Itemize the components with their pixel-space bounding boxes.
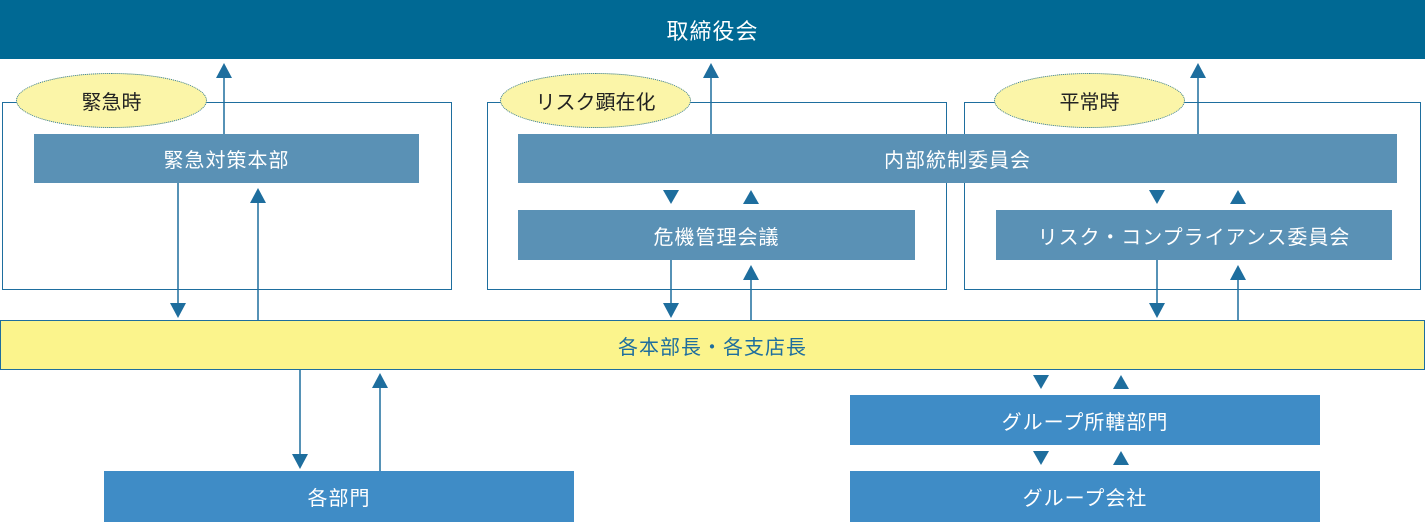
departments-label: 各部門	[307, 486, 371, 510]
emergency-group-frame	[2, 102, 452, 290]
board-of-directors: 取締役会	[0, 0, 1425, 59]
normal-group-frame	[964, 102, 1421, 290]
internal-control-committee-box: 内部統制委員会	[518, 134, 1397, 183]
risk-compliance-committee-label: リスク・コンプライアンス委員会	[1037, 224, 1351, 249]
crisis-management-meeting-label: 危機管理会議	[653, 224, 780, 249]
emergency-headquarters-label: 緊急対策本部	[163, 148, 290, 172]
group-companies-label: グループ会社	[1022, 486, 1148, 510]
division-branch-heads-label: 各本部長・各支店長	[618, 334, 807, 359]
group-companies-box: グループ会社	[850, 471, 1320, 522]
emergency-headquarters-box: 緊急対策本部	[34, 134, 419, 183]
normal-oval-label: 平常時	[1059, 90, 1120, 114]
internal-control-committee-label: 内部統制委員会	[884, 148, 1031, 172]
emergency-oval-label: 緊急時	[81, 90, 142, 114]
division-branch-heads-bar: 各本部長・各支店長	[0, 320, 1425, 370]
departments-box: 各部門	[104, 471, 574, 522]
risk-compliance-committee-box: リスク・コンプライアンス委員会	[996, 210, 1392, 260]
emergency-oval: 緊急時	[16, 73, 207, 128]
normal-oval: 平常時	[994, 73, 1185, 128]
group-departments-label: グループ所轄部門	[1001, 409, 1169, 434]
risk-oval-label: リスク顕在化	[535, 90, 656, 114]
group-departments-box: グループ所轄部門	[850, 395, 1320, 445]
board-title: 取締役会	[666, 19, 759, 45]
risk-group-frame	[487, 102, 947, 290]
risk-oval: リスク顕在化	[500, 73, 691, 128]
crisis-management-meeting-box: 危機管理会議	[518, 210, 915, 260]
